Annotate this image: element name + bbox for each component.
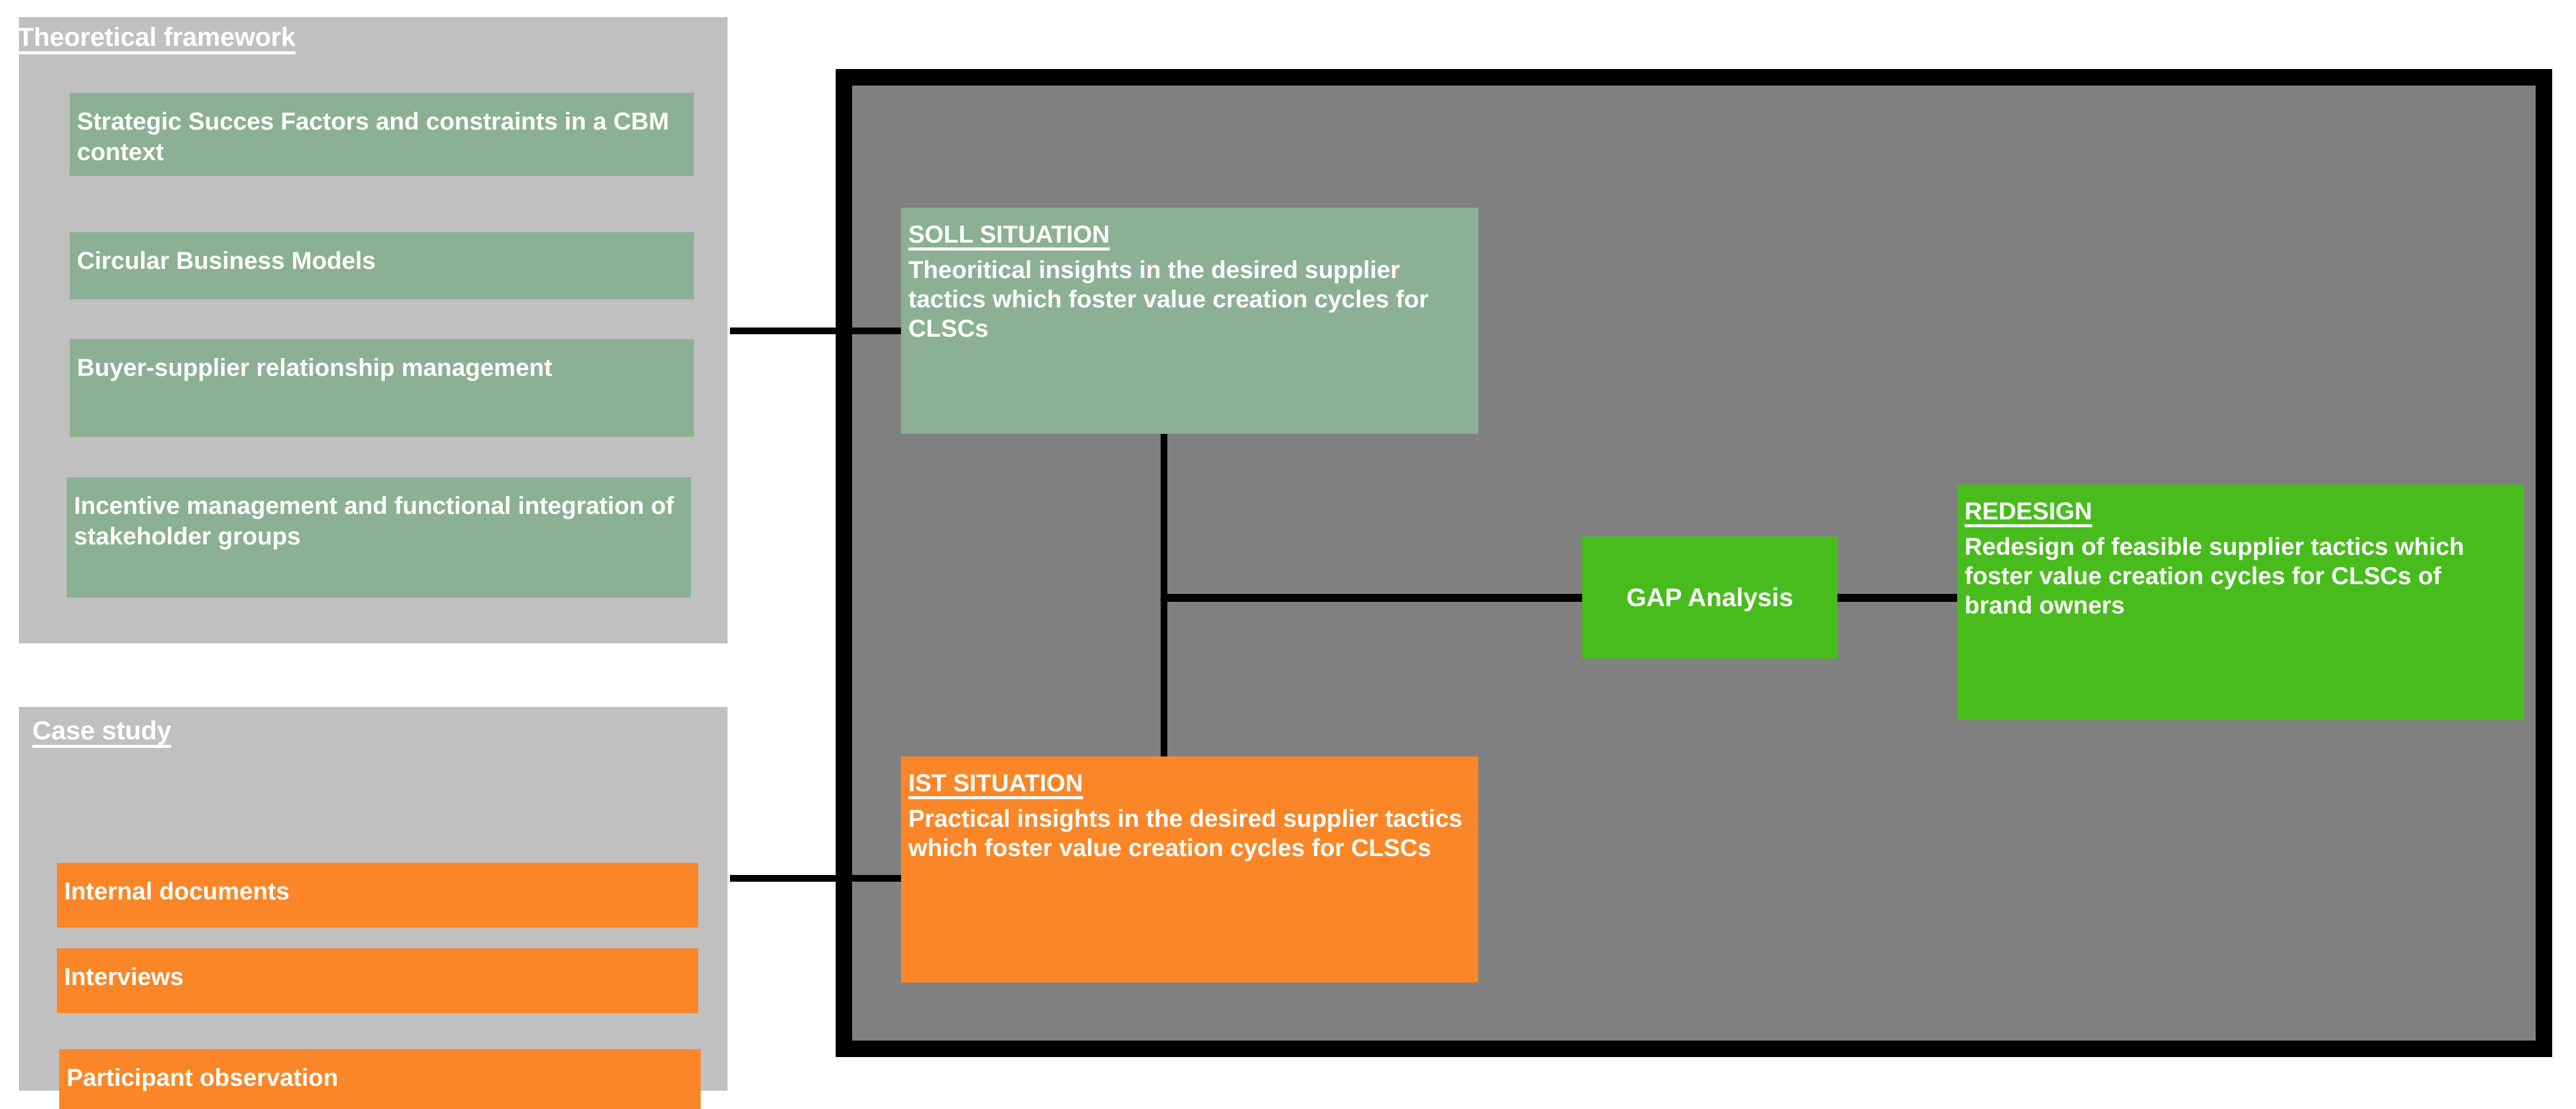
ist-situation-body: Practical insights in the desired suppli… bbox=[908, 805, 1462, 862]
soll-situation-body: Theoritical insights in the desired supp… bbox=[908, 257, 1429, 342]
soll-situation-box[interactable]: SOLL SITUATION Theoritical insights in t… bbox=[901, 208, 1478, 434]
connector-spine-to-gap bbox=[1161, 594, 1583, 602]
case-study-title: Case study bbox=[32, 716, 172, 745]
ist-situation-heading: IST SITUATION bbox=[908, 770, 1083, 797]
connector-theory-to-soll bbox=[730, 328, 901, 334]
case-item-interviews[interactable]: Interviews bbox=[57, 948, 698, 1013]
gap-analysis-box[interactable]: GAP Analysis bbox=[1582, 536, 1837, 659]
connector-gap-to-redesign bbox=[1836, 594, 1958, 602]
redesign-box[interactable]: REDESIGN Redesign of feasible supplier t… bbox=[1957, 485, 2524, 720]
case-study-panel: Case study Internal documents Interviews… bbox=[19, 707, 728, 1109]
theoretical-framework-title: Theoretical framework bbox=[18, 23, 296, 52]
gap-analysis-label: GAP Analysis bbox=[1626, 583, 1793, 612]
theoretical-framework-panel: Theoretical framework Strategic Succes F… bbox=[18, 17, 728, 643]
connector-case-to-ist bbox=[730, 875, 901, 882]
redesign-heading: REDESIGN bbox=[1965, 498, 2092, 525]
soll-situation-heading: SOLL SITUATION bbox=[908, 221, 1110, 248]
theory-item-buyer-supplier-relationship-management[interactable]: Buyer-supplier relationship management bbox=[70, 339, 694, 437]
theory-item-strategic-success-factors[interactable]: Strategic Succes Factors and constraints… bbox=[70, 93, 694, 176]
ist-situation-box[interactable]: IST SITUATION Practical insights in the … bbox=[901, 756, 1478, 983]
theory-item-circular-business-models[interactable]: Circular Business Models bbox=[70, 232, 694, 299]
case-item-internal-documents[interactable]: Internal documents bbox=[57, 863, 698, 928]
case-item-participant-observation[interactable]: Participant observation bbox=[59, 1049, 701, 1109]
theory-item-incentive-management[interactable]: Incentive management and functional inte… bbox=[67, 477, 691, 598]
redesign-body: Redesign of feasible supplier tactics wh… bbox=[1965, 533, 2464, 619]
